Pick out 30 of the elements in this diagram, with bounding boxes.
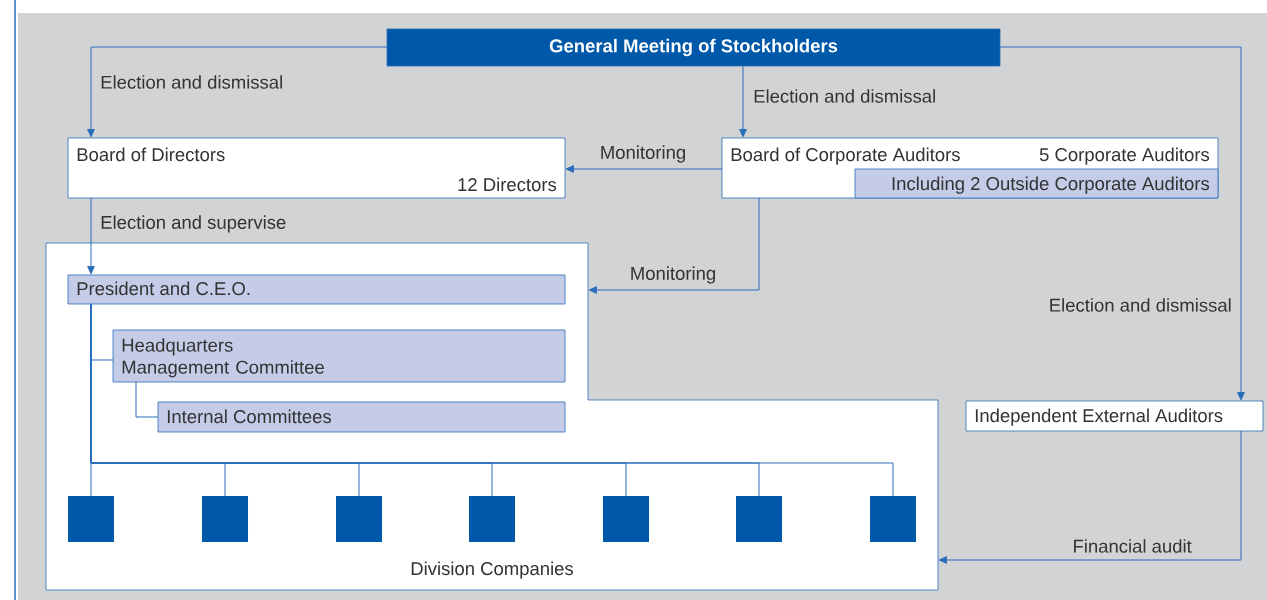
board-box: Board of Directors 12 Directors	[67, 137, 566, 199]
connector-line	[135, 381, 159, 418]
division-square	[68, 496, 114, 542]
outside-auditors-box: Including 2 Outside Corporate Auditors	[854, 168, 1219, 199]
edge-label: Financial audit	[1071, 538, 1193, 554]
arrow	[739, 65, 747, 138]
edge-label: Election and supervise	[99, 214, 288, 234]
edge-label: Election and dismissal	[99, 74, 285, 90]
committee-box: Headquarters Management Committee	[112, 329, 566, 383]
arrow	[87, 46, 388, 138]
edge-label: Monitoring	[598, 144, 688, 164]
arrow	[565, 165, 723, 173]
edge-label: Election and dismissal	[1047, 297, 1233, 313]
arrow	[999, 46, 1245, 401]
division-square	[202, 496, 248, 542]
division-square	[736, 496, 782, 542]
committee-box: Internal Committees	[157, 401, 566, 433]
arrow	[588, 197, 760, 294]
arrow	[938, 430, 1242, 564]
division-square	[870, 496, 916, 542]
external-auditors-box: Independent External Auditors	[965, 400, 1264, 432]
division-square	[336, 496, 382, 542]
stockholders-box: General Meeting of Stockholders	[386, 28, 1001, 67]
division-square	[603, 496, 649, 542]
arrow	[87, 197, 95, 275]
edge-label: Monitoring	[628, 265, 718, 285]
president-box: President and C.E.O.	[67, 274, 566, 305]
edge-label: Election and dismissal	[752, 88, 938, 104]
division-square	[469, 496, 515, 542]
connector-line	[90, 303, 894, 497]
